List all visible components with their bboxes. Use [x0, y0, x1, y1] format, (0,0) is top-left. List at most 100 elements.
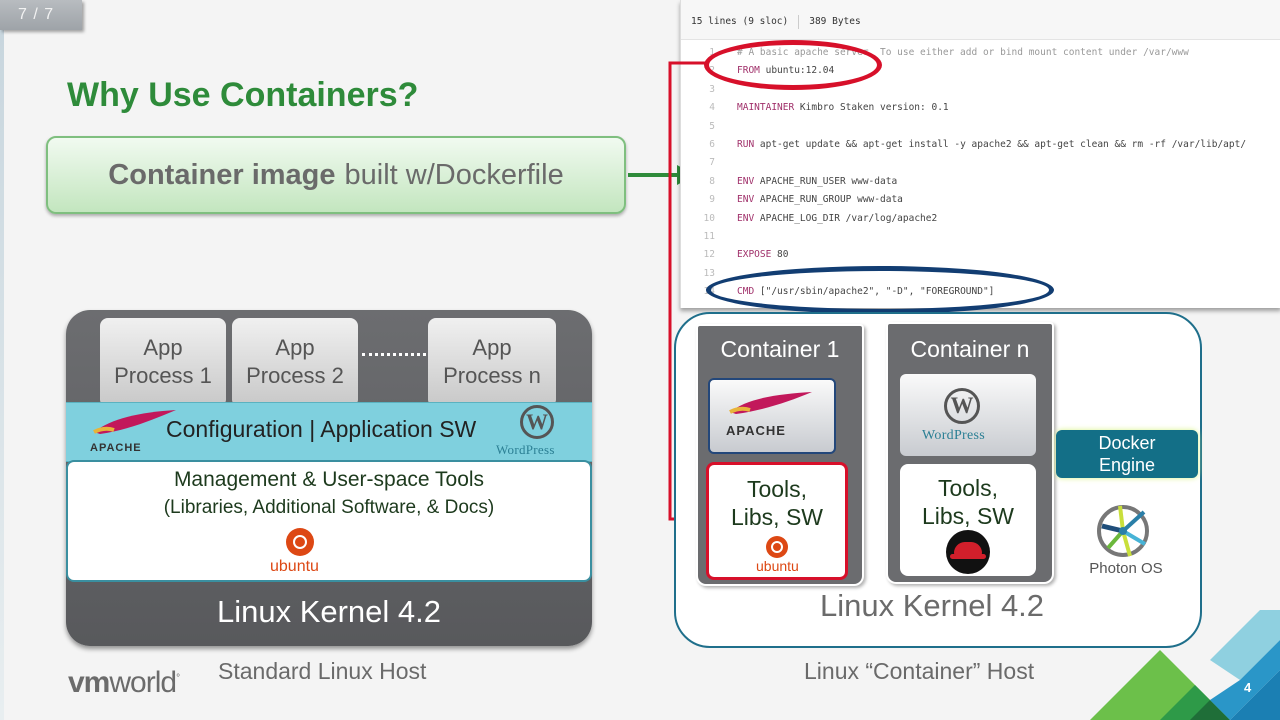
dockerfile-header: 15 lines (9 sloc) 389 Bytes [681, 0, 1280, 40]
code-line: 8 ENV APACHE_RUN_USER www-data [681, 173, 897, 191]
cmd-highlight-ellipse [706, 266, 1054, 314]
container-n-title: Container n [910, 336, 1030, 362]
process-label: App [143, 335, 183, 360]
green-arrow-line [628, 173, 680, 177]
code-line: 1 # A basic apache server. To use either … [681, 44, 1189, 62]
ellipsis-dots [362, 353, 426, 356]
process-label: Process 2 [246, 363, 344, 388]
line-number: 10 [703, 212, 715, 224]
tools-label: Libs, SW [730, 504, 824, 530]
standard-host-caption: Standard Linux Host [218, 658, 427, 684]
ubuntu-icon [286, 528, 314, 556]
logo-light: world [109, 666, 177, 699]
apache-app-flag [708, 378, 836, 454]
line-number: 6 [709, 139, 715, 150]
left-edge-strip [0, 30, 4, 720]
code-keyword: ENV [737, 175, 755, 187]
code-line: 3 [681, 81, 737, 99]
app-process-2: App Process 2 [232, 318, 358, 404]
container-image-callout: Container image built w/Dockerfile [46, 136, 626, 214]
apache-feather-icon [93, 410, 176, 434]
callout-bold-text: Container image [108, 158, 336, 191]
ubuntu-logo-text: ubuntu [756, 558, 799, 574]
code-line: 7 [681, 154, 737, 172]
line-number: 7 [709, 157, 715, 169]
tools-label: Libs, SW [921, 503, 1015, 529]
line-number: 5 [709, 120, 715, 132]
process-label: App [472, 335, 512, 360]
container-host-caption: Linux “Container” Host [804, 658, 1035, 684]
code-line: 11 [681, 228, 737, 246]
code-text: 80 [771, 249, 789, 261]
ubuntu-logo-text: ubuntu [270, 558, 319, 575]
docker-engine-box: Docker Engine [1056, 430, 1198, 478]
mgmt-title: Management & User-space Tools [173, 468, 485, 491]
config-label: Configuration | Application SW [166, 416, 477, 442]
wordpress-icon: W [520, 405, 554, 439]
code-keyword: ENV [737, 212, 755, 224]
config-band [66, 402, 592, 462]
code-line: 13 [681, 265, 737, 283]
file-size: 389 Bytes [809, 16, 861, 27]
tools-label: Tools, [746, 476, 808, 502]
logo-bold: vm [68, 666, 110, 699]
red-hat-icon [946, 530, 990, 574]
container-1-title: Container 1 [720, 336, 840, 362]
callout-text: built w/Dockerfile [344, 158, 564, 191]
page-number: 4 [1244, 680, 1252, 695]
line-count: 15 lines (9 sloc) [691, 16, 789, 27]
tools-label: Tools, [937, 475, 999, 501]
code-line: 12 EXPOSE 80 [681, 246, 789, 264]
process-label: Process n [443, 363, 541, 388]
docker-engine-label: Docker [1098, 433, 1156, 453]
docker-engine-label: Engine [1098, 455, 1156, 475]
code-line: 6 RUN apt-get update && apt-get install -… [681, 136, 1246, 154]
logo-mark: ° [176, 673, 180, 684]
line-number: 11 [703, 231, 715, 242]
line-number: 8 [709, 175, 715, 187]
code-text: APACHE_RUN_GROUP www-data [754, 194, 903, 206]
code-keyword: EXPOSE [737, 249, 772, 261]
wordpress-icon: W [944, 388, 980, 424]
process-label: App [275, 335, 315, 360]
mgmt-subtitle: (Libraries, Additional Software, & Docs) [163, 497, 495, 518]
kernel-label-container: Linux Kernel 4.2 [820, 588, 1045, 623]
line-number: 9 [709, 194, 715, 206]
app-process-n: App Process n [428, 318, 556, 404]
corner-decoration [1090, 610, 1280, 720]
ubuntu-icon [766, 536, 788, 558]
mgmt-tools-box [66, 460, 592, 582]
line-number: 3 [709, 83, 715, 95]
wordpress-logo-text: WordPress [496, 442, 555, 457]
photon-os-icon [1097, 505, 1149, 557]
photon-os-label: Photon OS [1089, 560, 1163, 577]
code-keyword: ENV [737, 194, 755, 206]
slide-counter: 7 / 7 [0, 0, 82, 30]
code-text: apt-get update && apt-get install -y apa… [754, 139, 1247, 150]
header-divider [798, 14, 800, 29]
code-text: Kimbro Staken version: 0.1 [794, 102, 949, 114]
code-text: # A basic apache server. To use either a… [737, 47, 1189, 58]
apache-logo-text: APACHE [90, 442, 142, 454]
wordpress-logo-text: WordPress [922, 428, 986, 443]
app-process-1: App Process 1 [100, 318, 226, 404]
vmworld-logo: vmworld° [68, 666, 180, 700]
code-text: APACHE_RUN_USER www-data [754, 175, 898, 187]
code-keyword: RUN [737, 139, 755, 150]
from-highlight-ellipse [704, 40, 882, 90]
slide-title: Why Use Containers? [67, 76, 419, 114]
code-line: 4 MAINTAINER Kimbro Staken version: 0.1 [681, 99, 949, 117]
container-1-tools-box: Tools, Libs, SW [706, 462, 848, 580]
apache-feather-icon [729, 392, 812, 414]
code-text: APACHE_LOG_DIR /var/log/apache2 [754, 212, 938, 224]
code-line: 10 ENV APACHE_LOG_DIR /var/log/apache2 [681, 210, 938, 228]
line-number: 4 [709, 102, 715, 114]
code-keyword: MAINTAINER [737, 102, 795, 114]
kernel-label-standard: Linux Kernel 4.2 [216, 594, 442, 629]
line-number: 1 [709, 47, 715, 58]
apache-logo-text: APACHE [726, 423, 786, 438]
code-line: 5 [681, 118, 737, 136]
line-number: 12 [703, 249, 715, 261]
line-number: 13 [703, 267, 715, 279]
code-line: 9 ENV APACHE_RUN_GROUP www-data [681, 191, 903, 209]
